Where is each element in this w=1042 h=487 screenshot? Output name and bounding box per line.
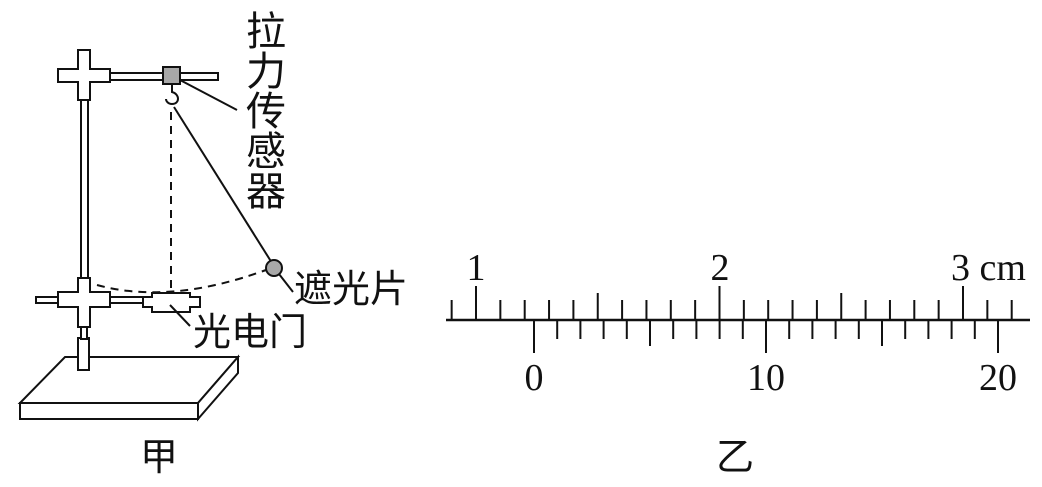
- main-label-2: 2: [711, 247, 730, 289]
- main-label-3cm: 3 cm: [951, 247, 1026, 289]
- force-sensor-label: 拉力传感器: [239, 10, 286, 210]
- photogate-label: 光电门: [193, 310, 307, 354]
- stand-post: [77, 337, 90, 371]
- shading-piece-label: 遮光片: [294, 267, 408, 311]
- vernier-label-0: 0: [525, 357, 544, 399]
- pendulum-ball: [265, 259, 283, 277]
- base-plate: [17, 354, 241, 422]
- hook: [165, 84, 179, 106]
- vernier-label-20: 20: [979, 357, 1017, 399]
- vernier-scale-ticks: [533, 320, 999, 353]
- bottom-clamp-cross: [57, 277, 111, 328]
- left-arm-rod: [35, 296, 61, 304]
- photogate-leader: [169, 304, 191, 327]
- top-clamp-cross: [57, 49, 111, 101]
- ball-leader: [278, 273, 294, 293]
- caption-yi: 乙: [716, 435, 754, 479]
- vernier-label-10: 10: [747, 357, 785, 399]
- swing-arc: [96, 269, 267, 294]
- sensor-leader: [179, 79, 238, 111]
- string: [173, 106, 273, 264]
- force-sensor: [162, 66, 181, 85]
- apparatus-jia: [17, 49, 294, 422]
- main-label-1: 1: [467, 247, 486, 289]
- right-arm-rod: [107, 296, 146, 304]
- vernier-caliper: 1 2 3 cm 0 10 20: [446, 247, 1030, 399]
- photogate: [142, 292, 201, 313]
- main-scale-ticks: [450, 286, 1013, 320]
- stand-rod: [80, 97, 89, 281]
- caption-jia: 甲: [140, 435, 178, 479]
